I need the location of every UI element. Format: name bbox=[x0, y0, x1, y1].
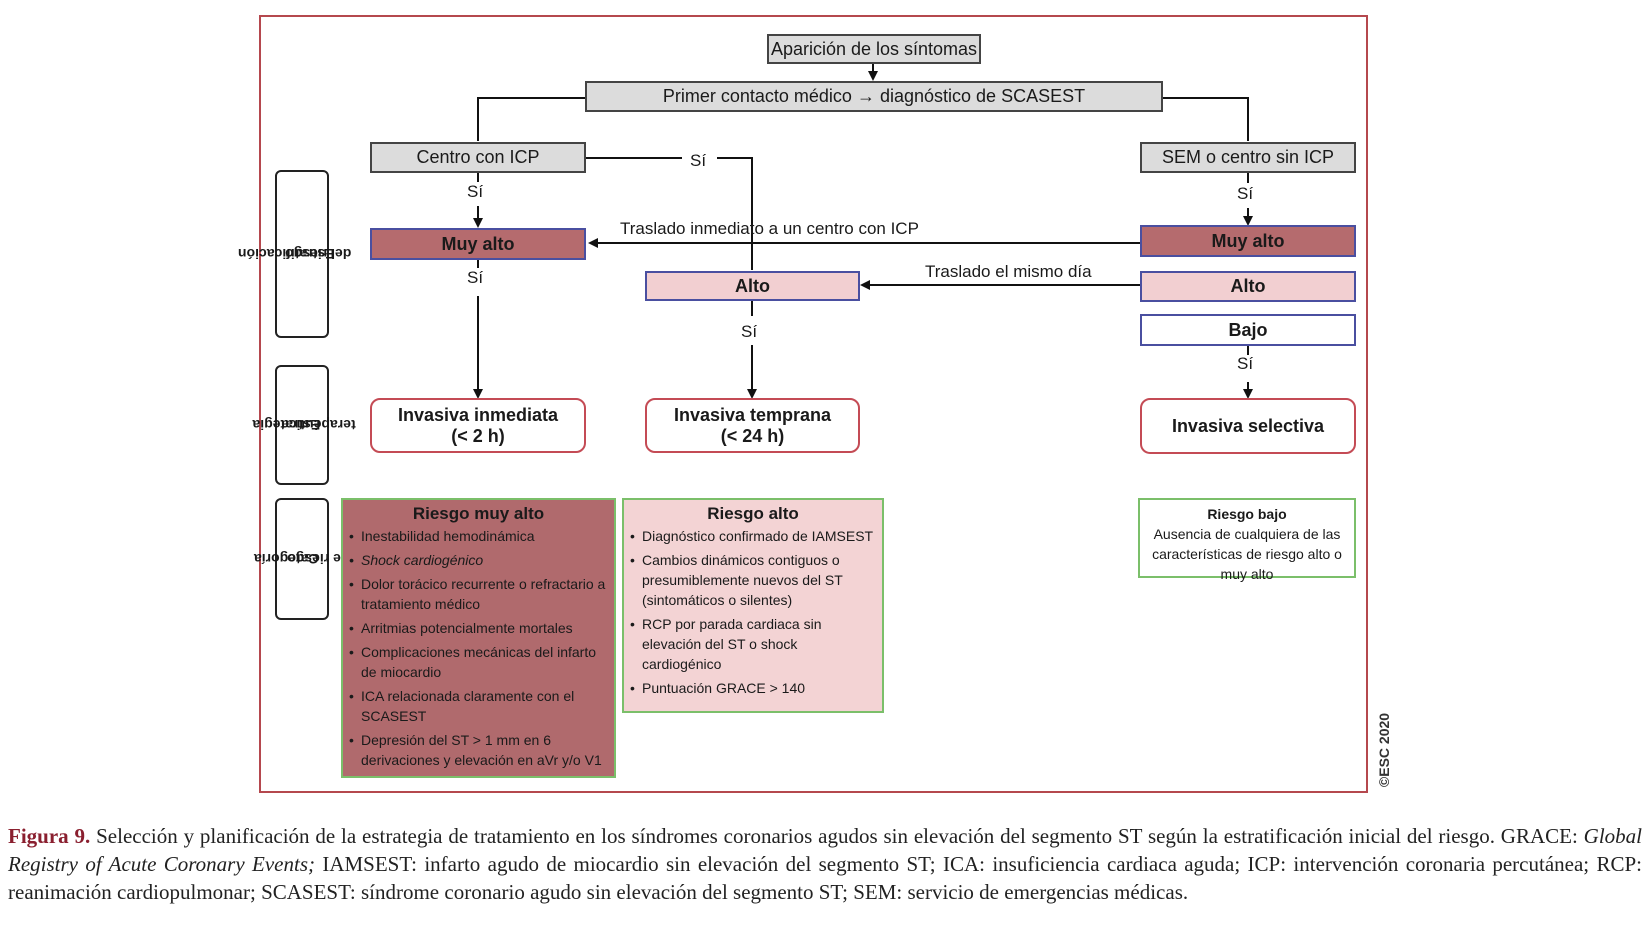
strategy-immediate: Invasiva inmediata (< 2 h) bbox=[370, 398, 586, 453]
label-si-low: Sí bbox=[1237, 354, 1254, 373]
list-item: Dolor torácico recurrente o refractario … bbox=[349, 574, 608, 614]
node-very-high-right-label: Muy alto bbox=[1211, 230, 1285, 251]
node-symptom-onset-label: Aparición de los síntomas bbox=[770, 38, 978, 59]
list-item: Cambios dinámicos contiguos o presumible… bbox=[630, 550, 876, 610]
category-very-high: Riesgo muy alto Inestabilidad hemodinámi… bbox=[341, 498, 616, 778]
label-si-center: Sí bbox=[467, 182, 484, 201]
label-transfer-same-day: Traslado el mismo día bbox=[925, 262, 1092, 281]
list-item: Puntuación GRACE > 140 bbox=[630, 678, 876, 698]
node-center-with-icp-label: Centro con ICP bbox=[416, 147, 540, 167]
side-label-risk-stratification-line-2: del riesgo bbox=[284, 246, 352, 262]
node-high-mid: Alto bbox=[645, 271, 860, 301]
label-transfer-immediate: Traslado inmediato a un centro con ICP bbox=[620, 219, 919, 238]
strategy-early: Invasiva temprana (< 24 h) bbox=[645, 398, 860, 453]
category-very-high-list: Inestabilidad hemodinámica Shock cardiog… bbox=[349, 526, 608, 770]
strategy-selective: Invasiva selectiva bbox=[1140, 398, 1356, 454]
node-first-contact: Primer contacto médico → diagnóstico de … bbox=[585, 81, 1163, 112]
strategy-immediate-line-1: Invasiva inmediata bbox=[397, 404, 559, 425]
list-item: Shock cardiogénico bbox=[349, 550, 608, 570]
list-item: Depresión del ST > 1 mm en 6 derivacione… bbox=[349, 730, 608, 770]
strategy-immediate-line-2: (< 2 h) bbox=[451, 425, 505, 446]
strategy-selective-label: Invasiva selectiva bbox=[1171, 415, 1325, 436]
list-item: Diagnóstico confirmado de IAMSEST bbox=[630, 526, 876, 546]
category-high-list: Diagnóstico confirmado de IAMSEST Cambio… bbox=[630, 526, 876, 698]
node-first-contact-label-a: Primer contacto médico bbox=[662, 86, 852, 106]
node-high-right: Alto bbox=[1140, 271, 1356, 302]
figure-caption: Figura 9. Selección y planificación de l… bbox=[8, 822, 1642, 906]
list-item: Arritmias potencialmente mortales bbox=[349, 618, 608, 638]
list-item: RCP por parada cardiaca sin elevación de… bbox=[630, 614, 876, 674]
side-label-strategy-line-2: terapéutica bbox=[280, 417, 356, 433]
caption-text-1: Selección y planificación de la estrateg… bbox=[90, 824, 1584, 848]
line-si-to-high-mid bbox=[717, 157, 753, 270]
strategy-early-line-2: (< 24 h) bbox=[720, 425, 785, 446]
label-si-very-high: Sí bbox=[467, 268, 484, 287]
category-low-text: Ausencia de cualquiera de las caracterís… bbox=[1152, 526, 1342, 582]
node-low-right: Bajo bbox=[1140, 314, 1356, 346]
caption-text-2: IAMSEST: infarto agudo de miocardio sin … bbox=[8, 852, 1642, 904]
node-first-contact-label-b: diagnóstico de SCASEST bbox=[879, 86, 1086, 106]
list-item: ICA relacionada claramente con el SCASES… bbox=[349, 686, 608, 726]
node-very-high-left: Muy alto bbox=[370, 228, 586, 260]
node-high-right-label: Alto bbox=[1230, 276, 1266, 296]
category-very-high-title: Riesgo muy alto bbox=[412, 504, 545, 523]
label-si-mid: Sí bbox=[690, 151, 707, 170]
arrow-right-icon: → bbox=[856, 86, 875, 106]
list-item: Inestabilidad hemodinámica bbox=[349, 526, 608, 546]
node-symptom-onset: Aparición de los síntomas bbox=[767, 34, 981, 64]
node-low-right-label: Bajo bbox=[1228, 319, 1268, 340]
category-high-title: Riesgo alto bbox=[707, 504, 799, 523]
node-sem: SEM o centro sin ICP bbox=[1140, 142, 1356, 173]
line-contact-to-center bbox=[477, 97, 585, 141]
copyright: ©ESC 2020 bbox=[1372, 700, 1396, 800]
category-low: Riesgo bajo Ausencia de cualquiera de la… bbox=[1138, 498, 1356, 582]
line-contact-to-sem bbox=[1162, 97, 1249, 141]
label-si-sem: Sí bbox=[1237, 184, 1254, 203]
node-very-high-right: Muy alto bbox=[1140, 225, 1356, 257]
figure-label: Figura 9. bbox=[8, 824, 91, 848]
node-very-high-left-label: Muy alto bbox=[441, 233, 515, 254]
category-high: Riesgo alto Diagnóstico confirmado de IA… bbox=[622, 498, 884, 713]
label-si-high: Sí bbox=[741, 322, 758, 341]
node-high-mid-label: Alto bbox=[735, 275, 770, 296]
node-center-with-icp: Centro con ICP bbox=[370, 142, 586, 173]
list-item: Complicaciones mecánicas del infarto de … bbox=[349, 642, 608, 682]
node-sem-label: SEM o centro sin ICP bbox=[1161, 147, 1335, 167]
copyright-label: ©ESC 2020 bbox=[1376, 712, 1392, 788]
caption-italic: Global Registry of Acute Coronary Events… bbox=[8, 824, 1642, 876]
category-low-title: Riesgo bajo bbox=[1207, 506, 1287, 522]
strategy-early-line-1: Invasiva temprana bbox=[673, 404, 832, 425]
